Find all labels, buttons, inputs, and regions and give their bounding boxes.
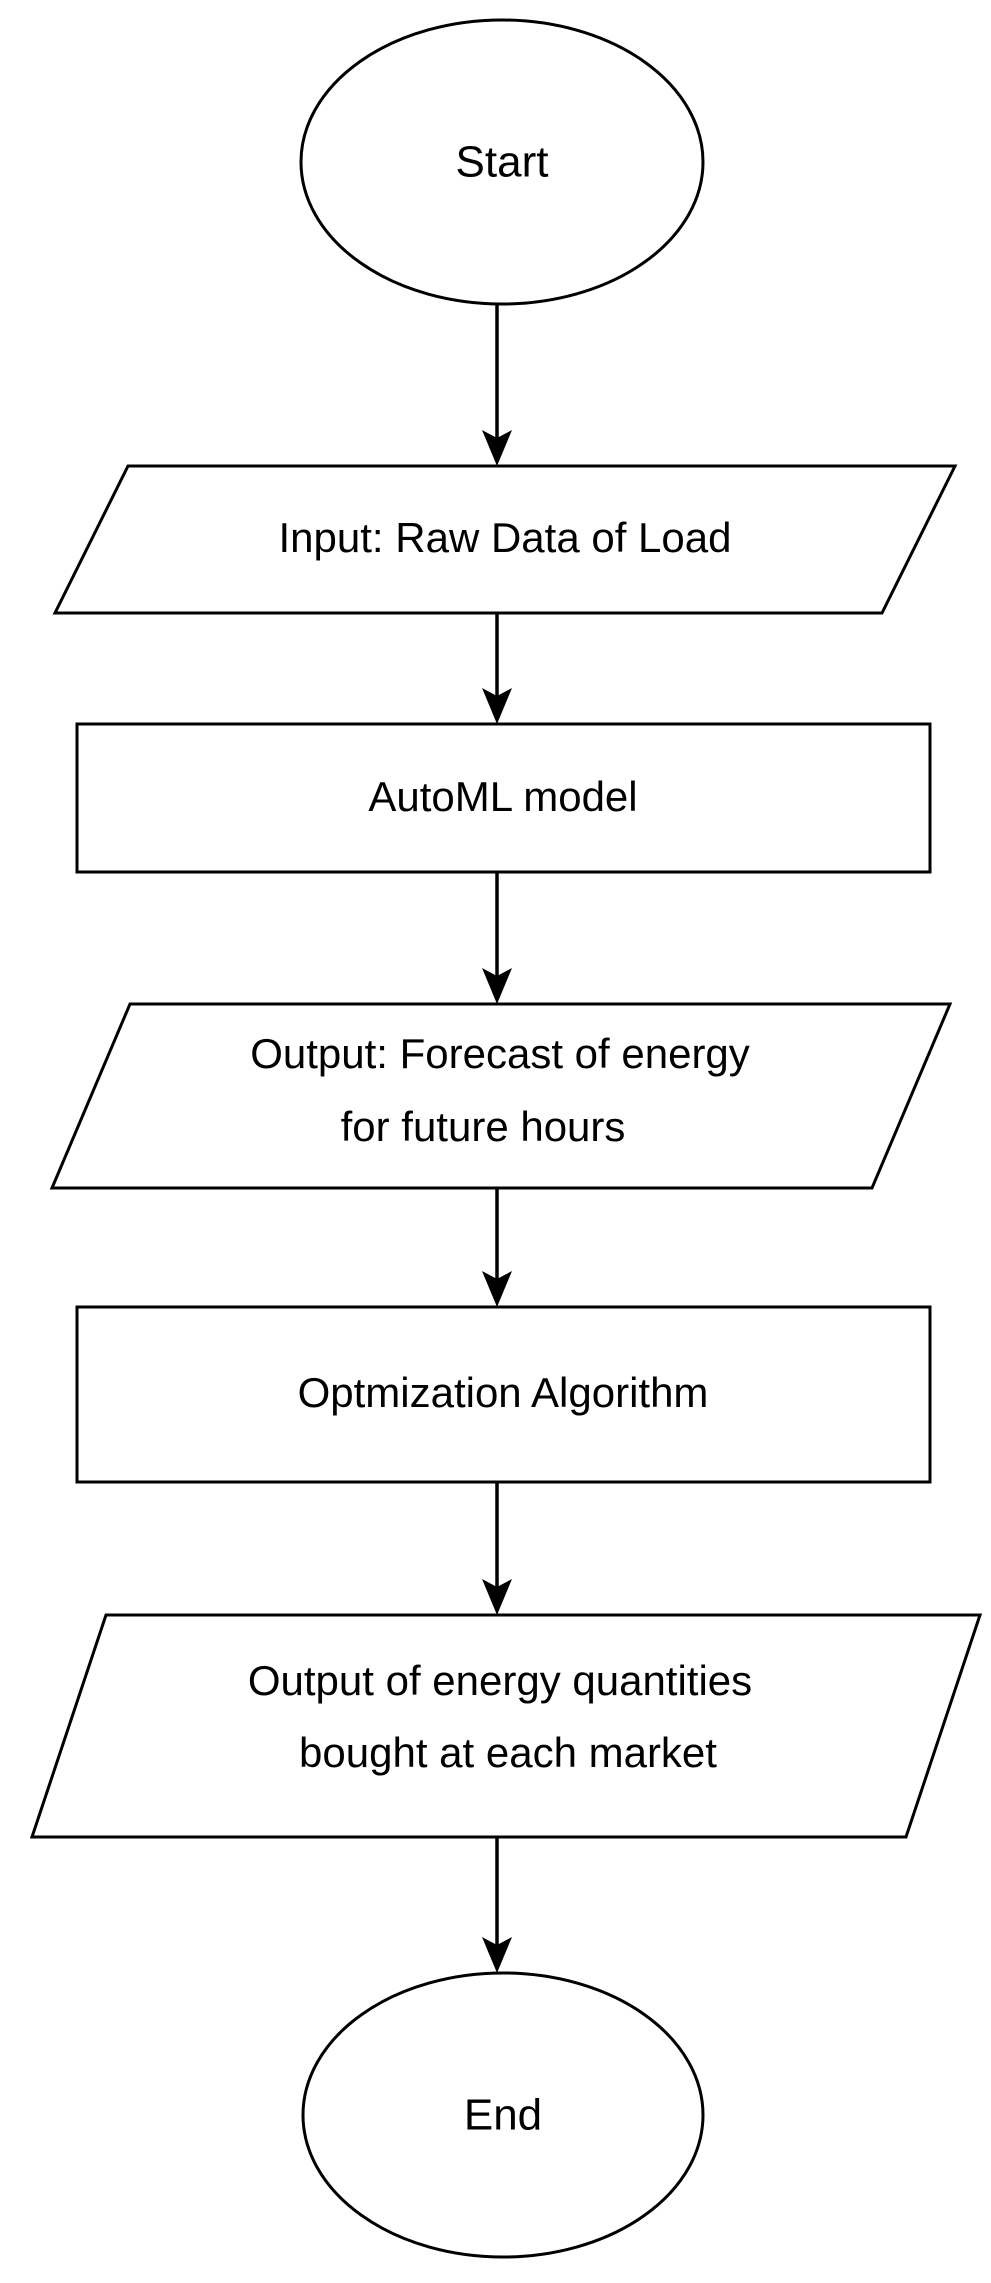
end-ellipse-shape — [301, 1971, 705, 2259]
edge-automl-to-forecast — [482, 872, 512, 1004]
start-ellipse-shape — [299, 18, 705, 306]
node-end[interactable]: End — [301, 1971, 705, 2259]
edge-forecast-to-optimization — [482, 1188, 512, 1307]
node-output-quantities[interactable]: Output of energy quantities bought at ea… — [29, 1613, 983, 1839]
node-output-quantities-label-line-2: bought at each market — [299, 1729, 717, 1776]
node-input-raw-data-label: Input: Raw Data of Load — [279, 514, 732, 561]
node-output-forecast-label-line-2: for future hours — [341, 1103, 626, 1150]
node-output-quantities-label-line-1: Output of energy quantities — [248, 1657, 752, 1704]
input-raw-data-parallelogram-shape — [52, 464, 958, 615]
automl-model-rect-shape — [75, 722, 932, 874]
edge-start-to-input-arrowhead — [482, 430, 512, 466]
node-optimization-algorithm[interactable]: Optmization Algorithm — [75, 1305, 932, 1484]
node-optimization-algorithm-label: Optmization Algorithm — [298, 1369, 709, 1416]
node-end-label: End — [464, 2091, 542, 2140]
edge-forecast-to-optimization-arrowhead — [482, 1271, 512, 1307]
node-output-forecast[interactable]: Output: Forecast of energy for future ho… — [49, 1002, 953, 1190]
edge-start-to-input — [482, 304, 512, 466]
edge-optimization-to-quantities-arrowhead — [482, 1579, 512, 1615]
node-start[interactable]: Start — [299, 18, 705, 306]
node-input-raw-data[interactable]: Input: Raw Data of Load — [52, 464, 958, 615]
edge-input-to-automl — [482, 613, 512, 724]
output-quantities-parallelogram-shape — [29, 1613, 983, 1839]
edge-quantities-to-end — [482, 1837, 512, 1973]
edge-quantities-to-end-arrowhead — [482, 1937, 512, 1973]
output-forecast-parallelogram-shape — [49, 1002, 953, 1190]
node-automl-model[interactable]: AutoML model — [75, 722, 932, 874]
node-start-label: Start — [456, 138, 549, 187]
optimization-algorithm-rect-shape — [75, 1305, 932, 1484]
node-output-forecast-label-line-1: Output: Forecast of energy — [250, 1030, 750, 1077]
node-automl-model-label: AutoML model — [368, 773, 637, 820]
edge-optimization-to-quantities — [482, 1482, 512, 1615]
edge-input-to-automl-arrowhead — [482, 688, 512, 724]
edge-automl-to-forecast-arrowhead — [482, 968, 512, 1004]
